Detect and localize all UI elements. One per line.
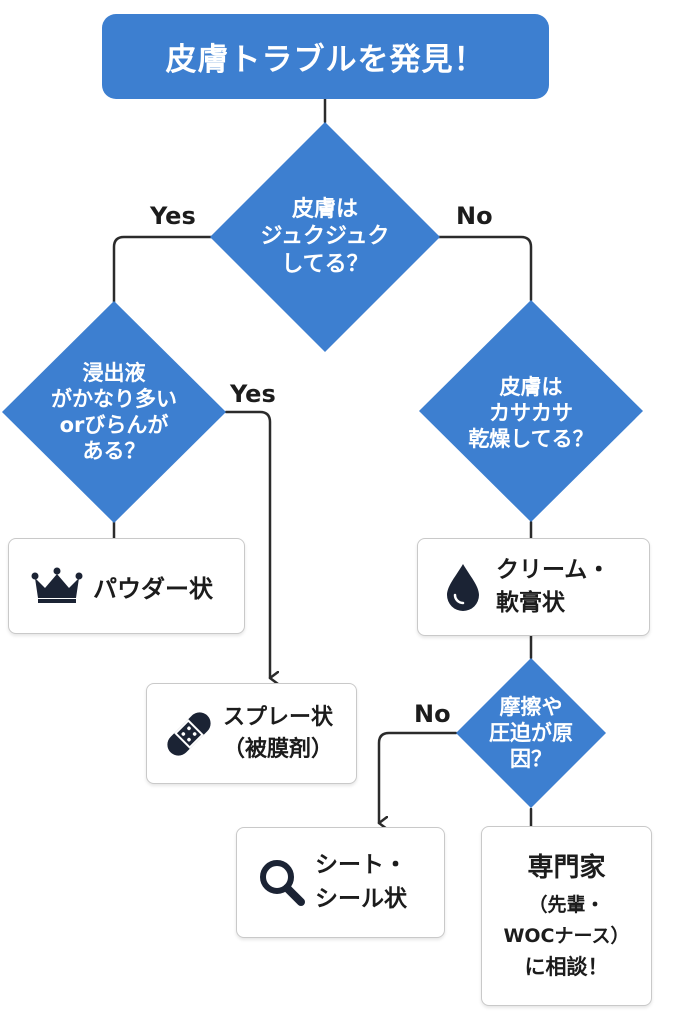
result-specialist-line: に相談！: [524, 955, 609, 980]
result-powder: パウダー状: [8, 538, 245, 634]
decision-oozing-line: してる？: [281, 251, 369, 277]
result-cream-line1: クリーム・: [496, 556, 611, 583]
droplet-icon: [444, 562, 482, 612]
start-label: 皮膚トラブルを発見！: [165, 42, 486, 78]
decision-oozing: 皮膚は ジュクジュク してる？: [235, 172, 415, 302]
result-sheet-line1: シート・: [315, 852, 407, 879]
decision-exudate-line: ある？: [82, 439, 146, 464]
decision-dry-line: 乾燥してる？: [468, 427, 594, 452]
decision-dry-shape: [419, 300, 643, 522]
result-specialist: 専門家 （先輩・ WOCナース） に相談！: [481, 826, 652, 1006]
result-spray-text: スプレー状 （被膜剤）: [223, 702, 333, 766]
decision-exudate-line: orびらんが: [59, 413, 169, 437]
decision-exudate: 浸出液 がかなり多い orびらんが ある？: [24, 342, 204, 482]
result-spray: スプレー状 （被膜剤）: [146, 683, 357, 784]
decision-friction-shape: [456, 658, 606, 808]
decision-oozing-shape: [210, 122, 440, 352]
label-friction-no: No: [414, 700, 451, 728]
decision-dry: 皮膚は カサカサ 乾燥してる？: [441, 348, 621, 478]
decision-exudate-line: がかなり多い: [51, 386, 177, 411]
result-sheet-line2: シール状: [315, 885, 407, 912]
result-cream-line2: 軟膏状: [496, 590, 565, 616]
decision-friction: 摩擦や 圧迫が原 因？: [471, 683, 591, 783]
label-oozing-no: No: [456, 202, 493, 230]
decision-oozing-line: 皮膚は: [291, 196, 358, 222]
decision-dry-line: 皮膚は: [499, 374, 563, 399]
crown-icon: [31, 566, 83, 606]
decision-friction-line: 因？: [510, 747, 552, 772]
result-spray-line1: スプレー状: [223, 704, 334, 730]
decision-friction-line: 圧迫が原: [489, 720, 573, 745]
result-powder-label: パウダー状: [93, 574, 213, 603]
result-spray-line2: （被膜剤）: [223, 736, 334, 762]
decision-oozing-line: ジュクジュク: [260, 224, 390, 250]
connector-d1-yes: [112, 235, 214, 304]
connector-d1-no: [436, 235, 533, 302]
label-exudate-yes: Yes: [230, 380, 276, 408]
decision-dry-line: カサカサ: [489, 400, 573, 425]
magnifier-icon: [257, 857, 307, 909]
decision-friction-line: 摩擦や: [499, 694, 563, 719]
label-oozing-yes: Yes: [150, 202, 196, 230]
decision-exudate-line: 浸出液: [82, 360, 146, 385]
decision-exudate-shape: [2, 301, 226, 523]
bandage-icon: [161, 706, 217, 762]
result-specialist-title: 専門家: [527, 853, 606, 884]
result-sheet-text: シート・ シール状: [315, 849, 407, 916]
connector-d4-no: [377, 731, 458, 823]
connector-d2-yes: [224, 410, 270, 678]
result-cream-text: クリーム・ 軟膏状: [496, 554, 610, 621]
result-cream: クリーム・ 軟膏状: [417, 538, 650, 636]
result-specialist-line: （先輩・: [528, 894, 605, 917]
result-specialist-line: WOCナース）: [503, 924, 630, 947]
start-node: 皮膚トラブルを発見！: [102, 14, 549, 99]
result-sheet: シート・ シール状: [236, 827, 445, 938]
